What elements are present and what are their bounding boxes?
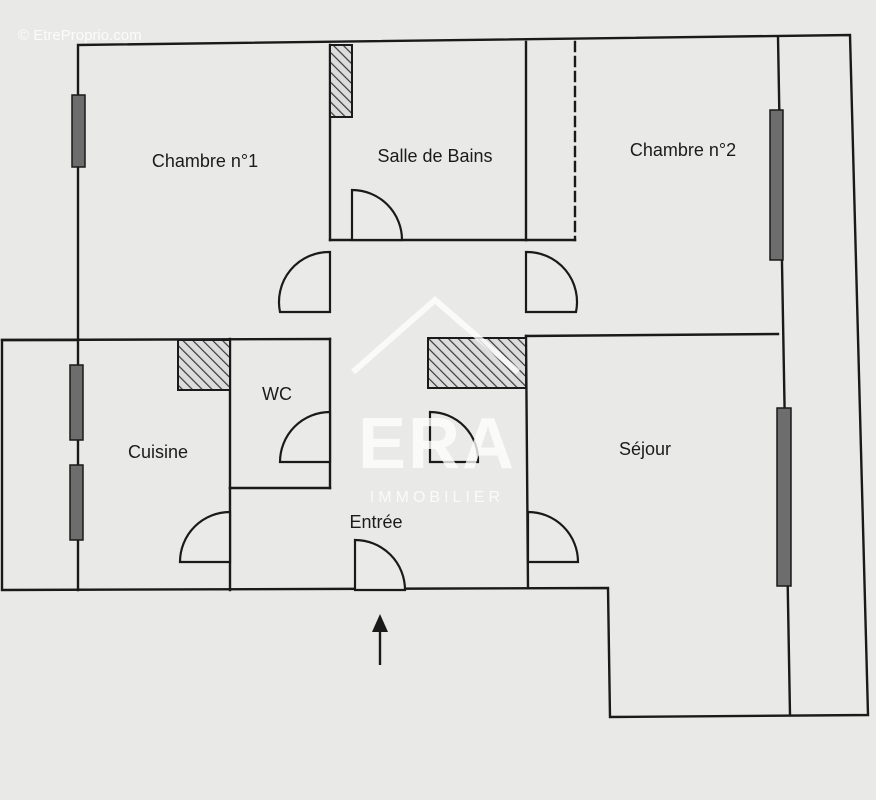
duct-cuisine bbox=[177, 339, 231, 391]
door-bathroom bbox=[350, 188, 404, 242]
label-wc: WC bbox=[262, 384, 292, 404]
door-chambre1 bbox=[277, 250, 332, 314]
label-cuisine: Cuisine bbox=[128, 442, 188, 462]
credit-watermark: © EtreProprio.com bbox=[18, 27, 142, 44]
door-chambre2 bbox=[524, 250, 579, 314]
label-entree: Entrée bbox=[349, 512, 402, 532]
door-closet bbox=[428, 410, 480, 464]
windows bbox=[69, 94, 792, 587]
label-salle-de-bains: Salle de Bains bbox=[377, 146, 492, 166]
era-watermark: ERA IMMOBILIER bbox=[351, 296, 520, 506]
window-chambre2 bbox=[769, 109, 784, 261]
window-sejour bbox=[776, 407, 792, 587]
room-labels: Chambre n°1 Salle de Bains Chambre n°2 W… bbox=[128, 140, 736, 532]
window-cuisine-1 bbox=[69, 364, 84, 441]
arrow-up-icon bbox=[372, 614, 388, 665]
label-chambre2: Chambre n°2 bbox=[630, 140, 736, 160]
duct-bathroom bbox=[329, 44, 353, 118]
watermark-logo-sub: IMMOBILIER bbox=[370, 489, 504, 506]
label-chambre1: Chambre n°1 bbox=[152, 151, 258, 171]
watermark-logo-main: ERA bbox=[358, 404, 516, 484]
door-entrance bbox=[353, 538, 407, 592]
label-sejour: Séjour bbox=[619, 439, 671, 459]
door-sejour bbox=[526, 510, 580, 564]
doors bbox=[178, 188, 580, 592]
watermark-house-roof bbox=[351, 296, 520, 375]
window-cuisine-2 bbox=[69, 464, 84, 541]
door-cuisine bbox=[178, 510, 232, 564]
window-chambre1 bbox=[71, 94, 86, 168]
door-wc bbox=[278, 410, 332, 464]
